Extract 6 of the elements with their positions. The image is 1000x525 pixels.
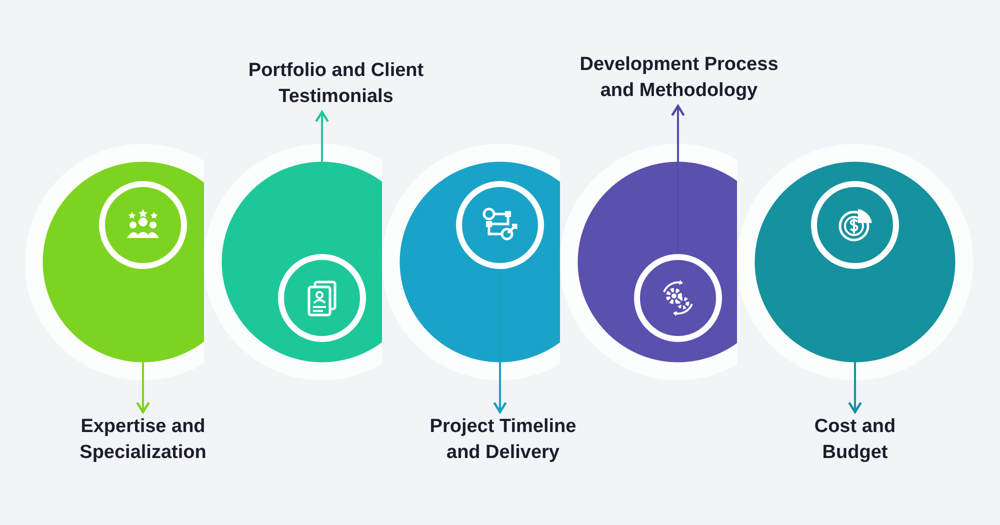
step-label: Cost and Budget <box>795 414 915 466</box>
step-label: Development Process and Methodology <box>572 52 786 104</box>
step-label: Project Timeline and Delivery <box>413 414 593 466</box>
arrow <box>671 104 685 254</box>
step-label: Expertise and Specialization <box>63 414 223 466</box>
step-label: Portfolio and Client Testimonials <box>241 58 431 110</box>
